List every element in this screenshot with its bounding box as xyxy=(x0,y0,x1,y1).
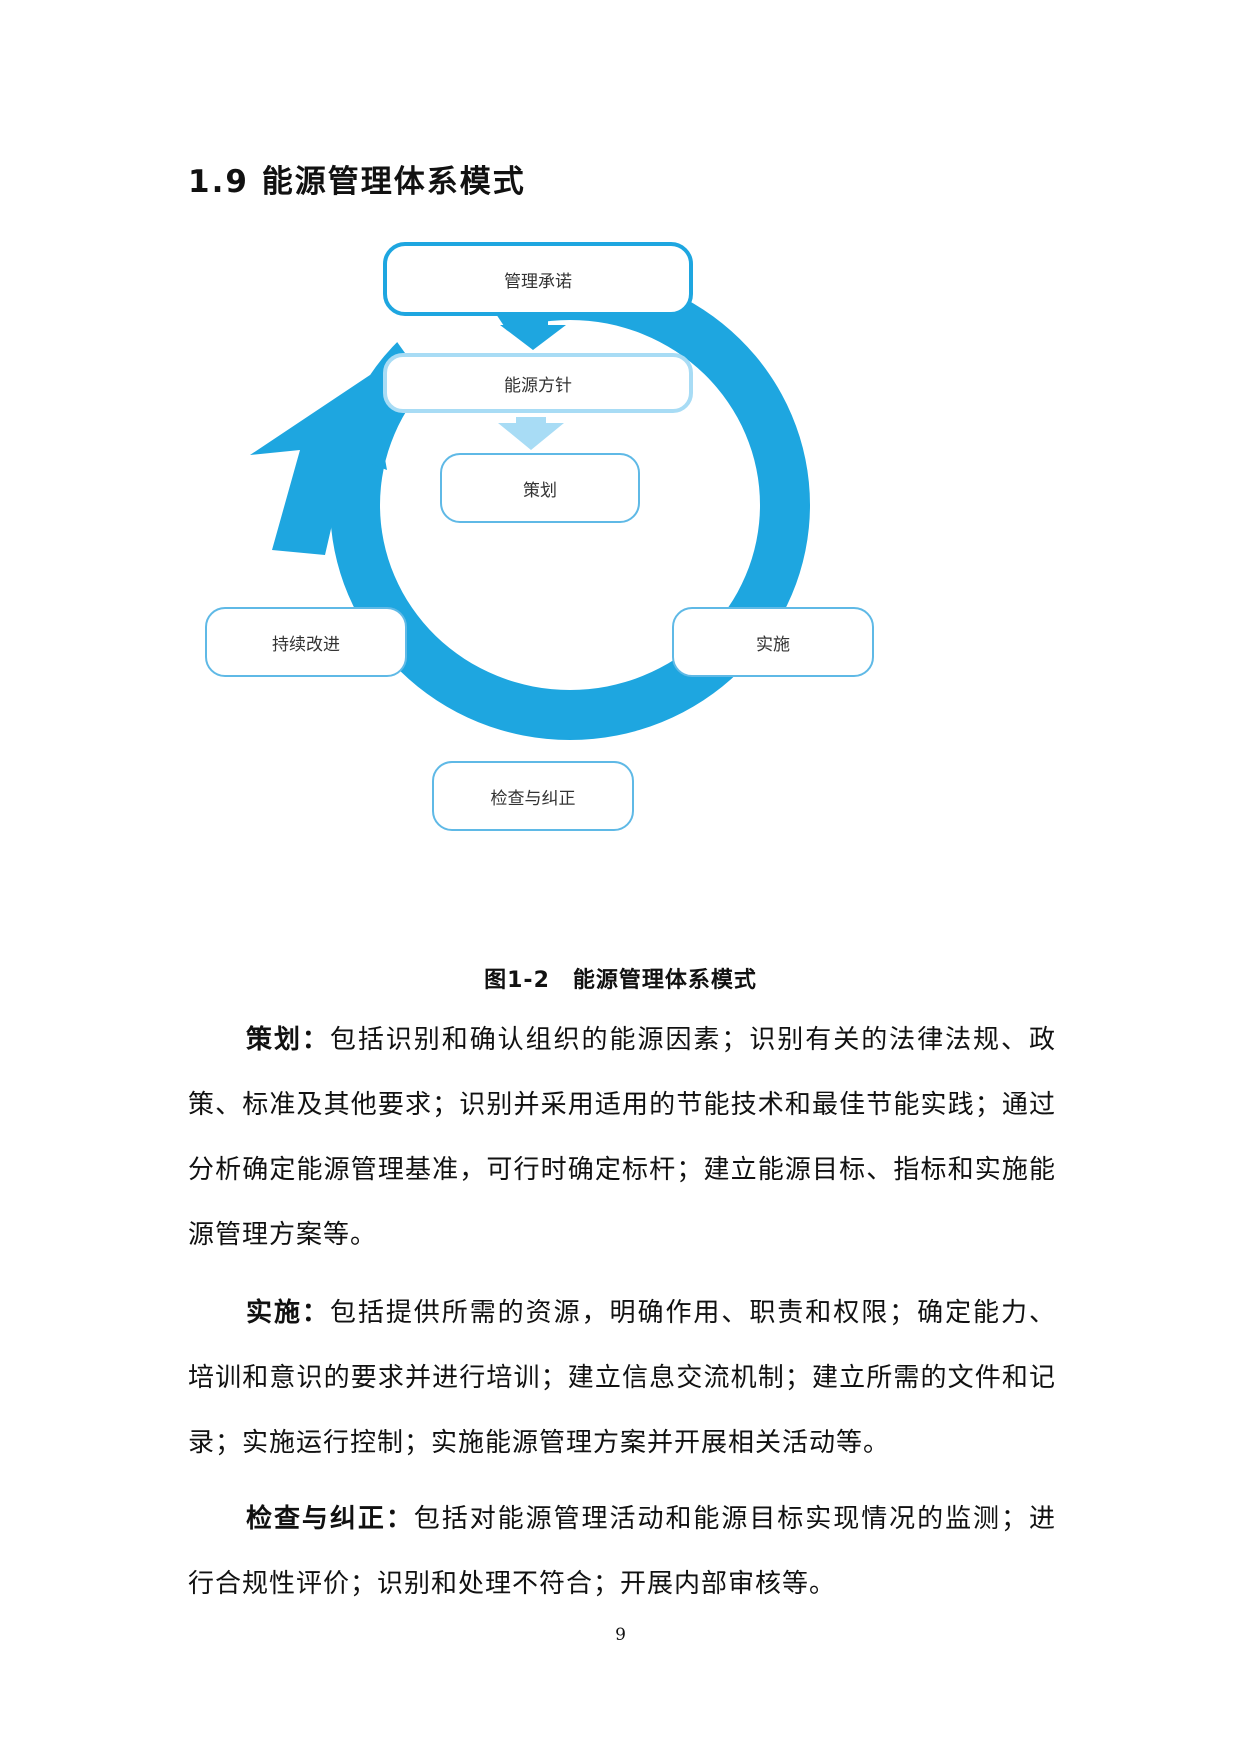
page-number: 9 xyxy=(615,1625,626,1645)
down-arrow-light xyxy=(498,417,564,450)
down-arrow-strong xyxy=(500,315,566,350)
improvement-label: 持续改进 xyxy=(272,634,340,655)
commitment-box: 管理承诺 xyxy=(383,242,693,316)
policy-label: 能源方针 xyxy=(504,375,572,396)
planning-label: 策划 xyxy=(523,480,557,501)
paragraph-planning: 策划：包括识别和确认组织的能源因素；识别有关的法律法规、政策、标准及其他要求；识… xyxy=(188,1008,1056,1268)
commitment-label: 管理承诺 xyxy=(504,271,572,292)
cycle-arrowhead xyxy=(250,375,387,555)
section-heading: 1.9 能源管理体系模式 xyxy=(188,164,526,200)
implementation-box: 实施 xyxy=(672,607,874,677)
checking-label: 检查与纠正 xyxy=(490,788,576,809)
energy-management-diagram: 管理承诺 能源方针 策划 实施 检查与纠正 持续改进 xyxy=(205,242,1000,955)
improvement-box: 持续改进 xyxy=(205,607,407,677)
text-checking: 包括对能源管理活动和能源目标实现情况的监测；进行合规性评价；识别和处理不符合；开… xyxy=(188,1504,1056,1599)
paragraph-implementation: 实施：包括提供所需的资源，明确作用、职责和权限；确定能力、培训和意识的要求并进行… xyxy=(188,1281,1056,1476)
paragraph-checking: 检查与纠正：包括对能源管理活动和能源目标实现情况的监测；进行合规性评价；识别和处… xyxy=(188,1487,1056,1617)
checking-box: 检查与纠正 xyxy=(432,761,634,831)
text-implementation: 包括提供所需的资源，明确作用、职责和权限；确定能力、培训和意识的要求并进行培训；… xyxy=(188,1298,1056,1458)
term-implementation: 实施： xyxy=(246,1298,330,1328)
figure-caption: 图1-2 能源管理体系模式 xyxy=(484,968,757,993)
implementation-label: 实施 xyxy=(756,634,790,655)
text-planning: 包括识别和确认组织的能源因素；识别有关的法律法规、政策、标准及其他要求；识别并采… xyxy=(188,1025,1056,1250)
term-planning: 策划： xyxy=(246,1025,330,1055)
planning-box: 策划 xyxy=(440,453,640,523)
term-checking: 检查与纠正： xyxy=(246,1504,414,1534)
policy-box: 能源方针 xyxy=(383,353,693,413)
